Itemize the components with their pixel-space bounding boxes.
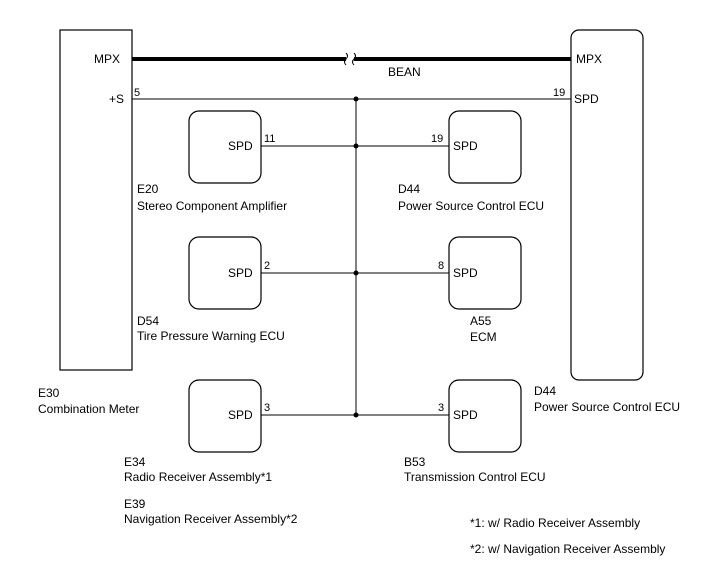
bus-break-mark-left xyxy=(344,52,348,66)
radio-receiver-box xyxy=(188,379,262,453)
stereo-name: Stereo Component Amplifier xyxy=(137,199,287,213)
junction-dot xyxy=(353,412,359,418)
radio-name: Radio Receiver Assembly*1 xyxy=(124,470,272,484)
ecm-pin-number: 8 xyxy=(438,260,444,272)
ecu-main-code: D44 xyxy=(534,384,556,398)
ecu-small-pin-number: 19 xyxy=(431,133,443,145)
stereo-amplifier-box xyxy=(188,110,262,184)
bus-name-label: BEAN xyxy=(388,65,421,79)
radio-pin-number: 3 xyxy=(264,402,270,414)
nav-code: E39 xyxy=(124,497,146,511)
ecu-small-terminal-label: SPD xyxy=(453,139,478,153)
junction-dot xyxy=(353,143,359,149)
ecm-box xyxy=(448,236,522,310)
stereo-terminal-label: SPD xyxy=(228,139,253,153)
transmission-ecu-box xyxy=(448,379,522,453)
meter-mpx-label: MPX xyxy=(94,52,120,66)
meter-name: Combination Meter xyxy=(38,402,139,416)
meter-terminal-label: +S xyxy=(109,92,124,106)
stereo-pin-number: 11 xyxy=(264,133,275,145)
ecu-small-name: Power Source Control ECU xyxy=(398,199,544,213)
combination-meter-box xyxy=(59,29,133,371)
ecu-main-terminal-label: SPD xyxy=(574,92,599,106)
tcu-code: B53 xyxy=(404,455,426,469)
bus-break-mark-right xyxy=(352,52,356,66)
ecu-mpx-label: MPX xyxy=(576,52,602,66)
tire-terminal-label: SPD xyxy=(228,266,253,280)
radio-code: E34 xyxy=(124,455,146,469)
tire-pin-number: 2 xyxy=(264,260,270,272)
footnote-2: *2: w/ Navigation Receiver Assembly xyxy=(470,542,665,556)
footnote-1: *1: w/ Radio Receiver Assembly xyxy=(470,516,640,530)
tcu-name: Transmission Control ECU xyxy=(404,470,546,484)
nav-name: Navigation Receiver Assembly*2 xyxy=(124,512,298,526)
junction-dot xyxy=(353,270,359,276)
ecu-main-name: Power Source Control ECU xyxy=(534,400,680,414)
tcu-pin-number: 3 xyxy=(438,402,444,414)
junction-dot xyxy=(353,96,359,102)
tire-pressure-ecu-box xyxy=(188,236,262,310)
tire-name: Tire Pressure Warning ECU xyxy=(137,329,285,343)
tcu-terminal-label: SPD xyxy=(453,408,478,422)
meter-code: E30 xyxy=(38,386,60,400)
ecu-small-code: D44 xyxy=(398,182,420,196)
power-source-ecu-small-box xyxy=(448,110,522,184)
power-source-ecu-main-box xyxy=(570,29,644,381)
stereo-code: E20 xyxy=(137,182,159,196)
ecu-main-pin-number: 19 xyxy=(553,87,565,99)
meter-pin-number: 5 xyxy=(134,87,140,99)
ecm-name: ECM xyxy=(470,330,497,344)
ecm-terminal-label: SPD xyxy=(453,266,478,280)
ecm-code: A55 xyxy=(470,314,492,328)
tire-code: D54 xyxy=(137,314,159,328)
radio-terminal-label: SPD xyxy=(228,408,253,422)
